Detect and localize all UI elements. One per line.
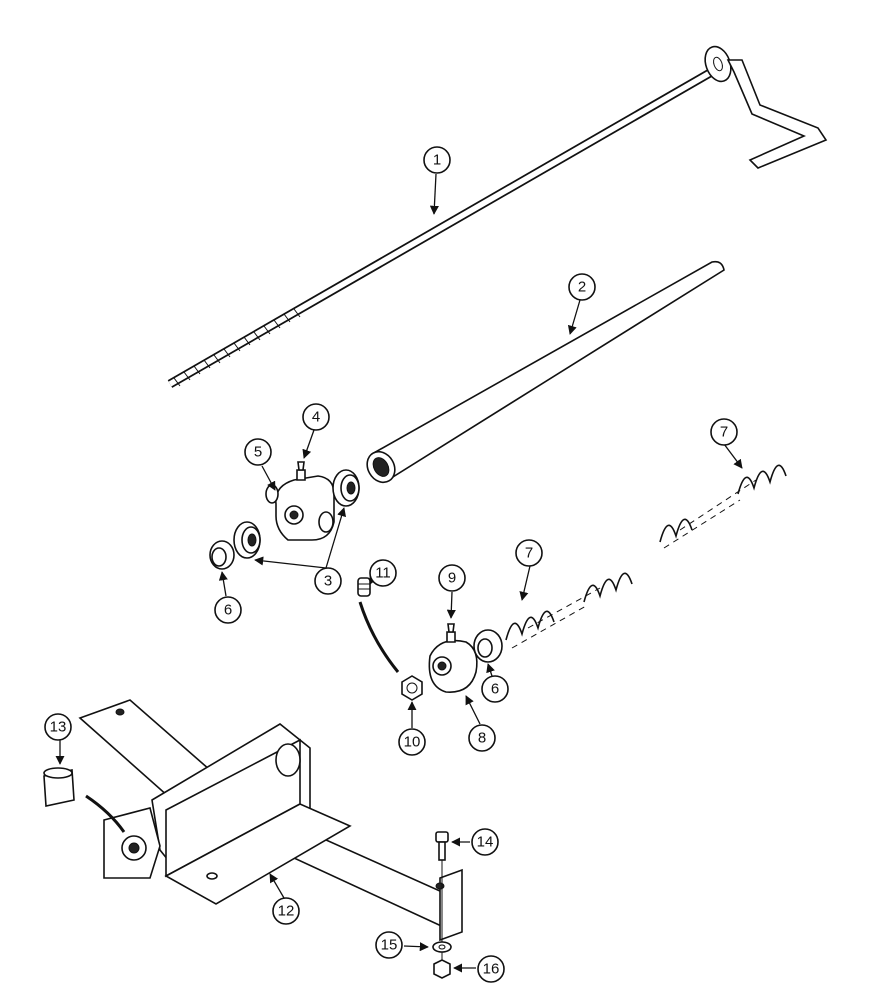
callout-16-label: 16 — [483, 961, 500, 978]
callout-4: 4 — [302, 403, 330, 431]
callout-11-label: 11 — [375, 565, 391, 582]
collar-6-left — [209, 540, 235, 570]
callout-3-label: 3 — [324, 573, 332, 590]
bearing-housing — [265, 475, 335, 541]
callout-12-label: 12 — [278, 903, 295, 920]
callout-8: 8 — [468, 724, 496, 752]
callout-9-label: 9 — [448, 570, 456, 587]
bracket-12 — [78, 699, 463, 942]
callout-1-label: 1 — [433, 152, 441, 169]
tube — [366, 260, 725, 484]
callout-8-label: 8 — [478, 730, 486, 747]
callout-7-upper: 7 — [710, 418, 738, 446]
callout-7-upper-label: 7 — [720, 424, 728, 441]
callout-9: 9 — [438, 564, 466, 592]
callout-16: 16 — [477, 955, 505, 983]
spring-dashed-guides — [511, 479, 757, 649]
callout-2: 2 — [568, 273, 596, 301]
callout-2-label: 2 — [578, 279, 586, 296]
callout-1: 1 — [423, 146, 451, 174]
collar-8 — [428, 639, 478, 693]
spring-7-upper — [659, 464, 787, 543]
rod-threads — [173, 308, 301, 387]
washer-15 — [432, 941, 452, 953]
callout-6-left-label: 6 — [224, 602, 232, 619]
callout-10-label: 10 — [404, 734, 421, 751]
callout-6-right-label: 6 — [491, 681, 499, 698]
callout-11: 11 — [369, 559, 397, 587]
set-screw-11 — [357, 577, 371, 597]
bearing-3-right — [332, 469, 360, 507]
nut-10 — [401, 675, 423, 701]
set-screw-guide — [358, 601, 400, 673]
callout-5: 5 — [244, 438, 272, 466]
callout-13-label: 13 — [50, 719, 67, 736]
callout-4-label: 4 — [312, 409, 320, 426]
callout-14: 14 — [471, 828, 499, 856]
spring-7-lower — [505, 572, 633, 641]
callout-5-label: 5 — [254, 444, 262, 461]
callout-13: 13 — [44, 713, 72, 741]
callout-7-lower: 7 — [515, 539, 543, 567]
nut-16 — [433, 959, 451, 979]
callout-3: 3 — [314, 567, 342, 595]
collar-6-right — [473, 629, 503, 663]
callout-7-lower-label: 7 — [525, 545, 533, 562]
grease-fitting-9 — [446, 623, 456, 643]
callout-6-right: 6 — [481, 675, 509, 703]
bushing-guide — [85, 794, 126, 833]
grease-fitting-4 — [296, 461, 306, 481]
callout-12: 12 — [272, 897, 300, 925]
leader-lines — [55, 173, 743, 973]
callout-15: 15 — [375, 931, 403, 959]
crank-rod — [167, 45, 828, 388]
bushing-13 — [43, 767, 75, 807]
callout-14-label: 14 — [477, 834, 494, 851]
callout-10: 10 — [398, 728, 426, 756]
bearing-3-left — [233, 521, 261, 559]
callout-6-left: 6 — [214, 596, 242, 624]
bolt-14 — [435, 831, 449, 861]
callout-15-label: 15 — [381, 937, 398, 954]
